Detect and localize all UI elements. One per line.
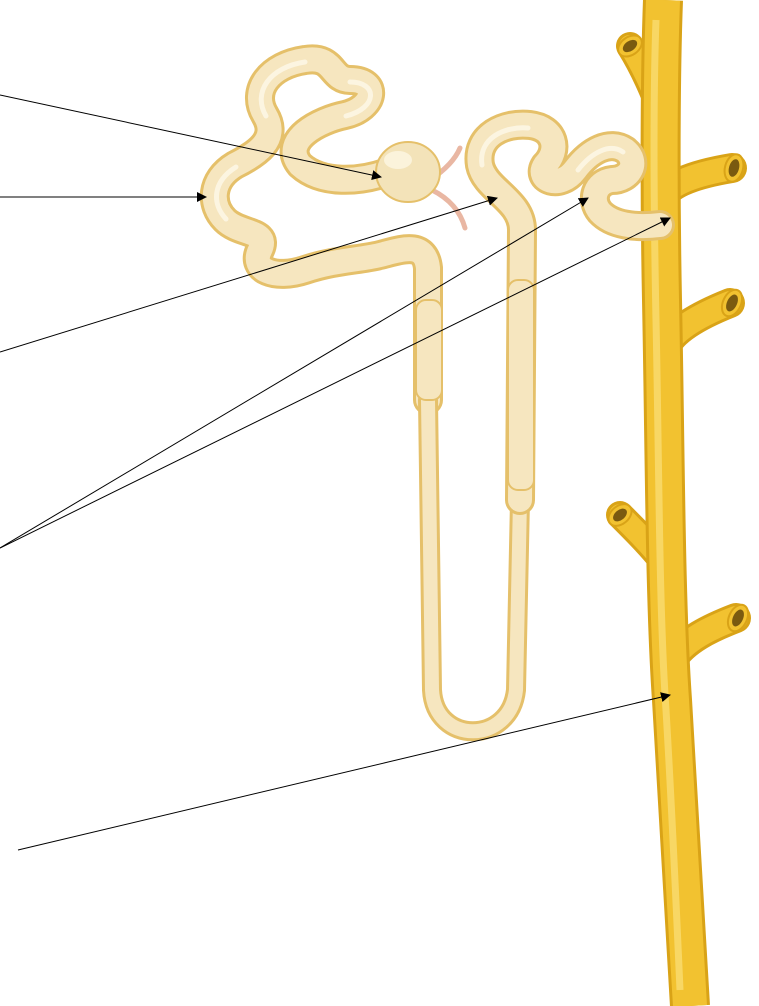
leader-lines [0, 95, 670, 850]
descending-thick-segment [416, 300, 442, 400]
ascending-thick-segment [508, 280, 534, 490]
glomerular-capsule [376, 142, 440, 202]
leader-line-5 [18, 695, 670, 850]
renal-corpuscle [376, 142, 465, 228]
leader-line-4a [0, 198, 588, 548]
